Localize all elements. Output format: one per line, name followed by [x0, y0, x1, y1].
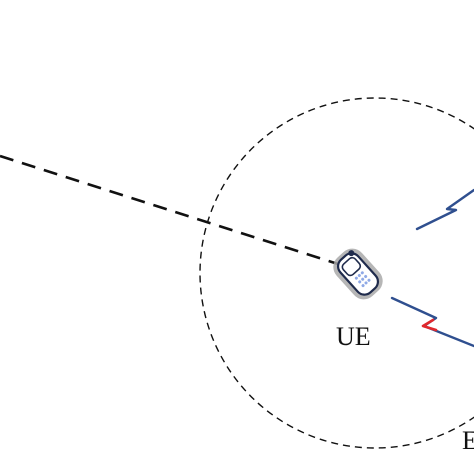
mobile-phone-icon [333, 248, 383, 300]
edge-node-label: E [462, 426, 474, 455]
ue-label: UE [336, 322, 371, 351]
dashed-link [0, 154, 339, 266]
wireless-link-lower-icon [390, 296, 474, 348]
wireless-link-upper-icon [415, 188, 474, 231]
